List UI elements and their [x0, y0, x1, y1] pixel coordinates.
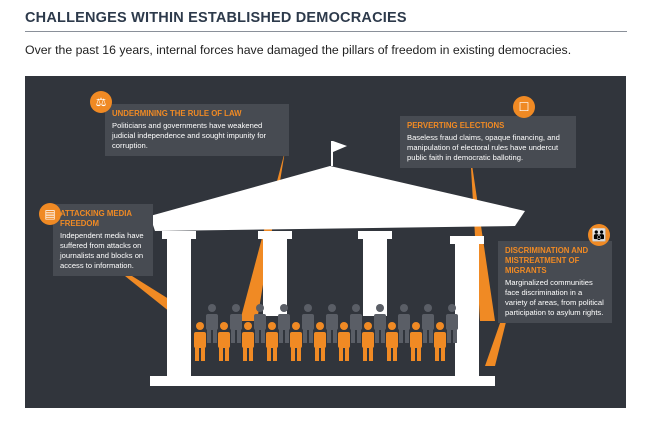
card-title: DISCRIMINATION AND MISTREATMENT OF MIGRA…	[505, 246, 589, 275]
divider	[25, 31, 627, 32]
card-elections: PERVERTING ELECTIONS Baseless fraud clai…	[400, 116, 576, 168]
card-media: ATTACKING MEDIA FREEDOM Independent medi…	[53, 204, 153, 276]
card-text: Independent media have suffered from att…	[60, 231, 144, 270]
columns	[150, 231, 495, 386]
person-icon	[218, 322, 230, 361]
card-title: PERVERTING ELECTIONS	[407, 121, 505, 130]
person-icon	[290, 322, 302, 361]
person-icon	[326, 304, 338, 343]
card-migrants: DISCRIMINATION AND MISTREATMENT OF MIGRA…	[498, 241, 612, 323]
person-icon	[410, 322, 422, 361]
page-title: CHALLENGES WITHIN ESTABLISHED DEMOCRACIE…	[25, 10, 407, 26]
person-icon	[422, 304, 434, 343]
person-icon	[314, 322, 326, 361]
gavel-icon: ⚖	[90, 91, 112, 113]
infographic-panel: UNDERMINING THE RULE OF LAW Politicians …	[25, 76, 626, 408]
card-text: Politicians and governments have weakene…	[112, 121, 267, 150]
person-icon	[266, 322, 278, 361]
person-icon	[374, 304, 386, 343]
person-icon	[194, 322, 206, 361]
flag-icon	[333, 141, 347, 152]
ballot-box-icon: ☐	[513, 96, 535, 118]
person-icon	[230, 304, 242, 343]
person-icon	[398, 304, 410, 343]
person-icon	[206, 304, 218, 343]
person-icon	[350, 304, 362, 343]
person-icon	[386, 322, 398, 361]
person-icon	[254, 304, 266, 343]
card-text: Baseless fraud claims, opaque financing,…	[407, 133, 560, 162]
person-icon	[434, 322, 446, 361]
card-title: UNDERMINING THE RULE OF LAW	[112, 109, 242, 118]
pediment	[150, 166, 525, 231]
subtitle: Over the past 16 years, internal forces …	[25, 43, 572, 57]
person-icon	[302, 304, 314, 343]
newspaper-icon: ▤	[39, 203, 61, 225]
card-title: ATTACKING MEDIA FREEDOM	[60, 209, 132, 228]
family-icon: 👪	[588, 224, 610, 246]
person-icon	[362, 322, 374, 361]
person-icon	[446, 304, 458, 343]
person-icon	[242, 322, 254, 361]
card-rule-of-law: UNDERMINING THE RULE OF LAW Politicians …	[105, 104, 289, 156]
person-icon	[278, 304, 290, 343]
temple-illustration	[100, 141, 525, 386]
card-text: Marginalized communities face discrimina…	[505, 278, 604, 317]
person-icon	[338, 322, 350, 361]
